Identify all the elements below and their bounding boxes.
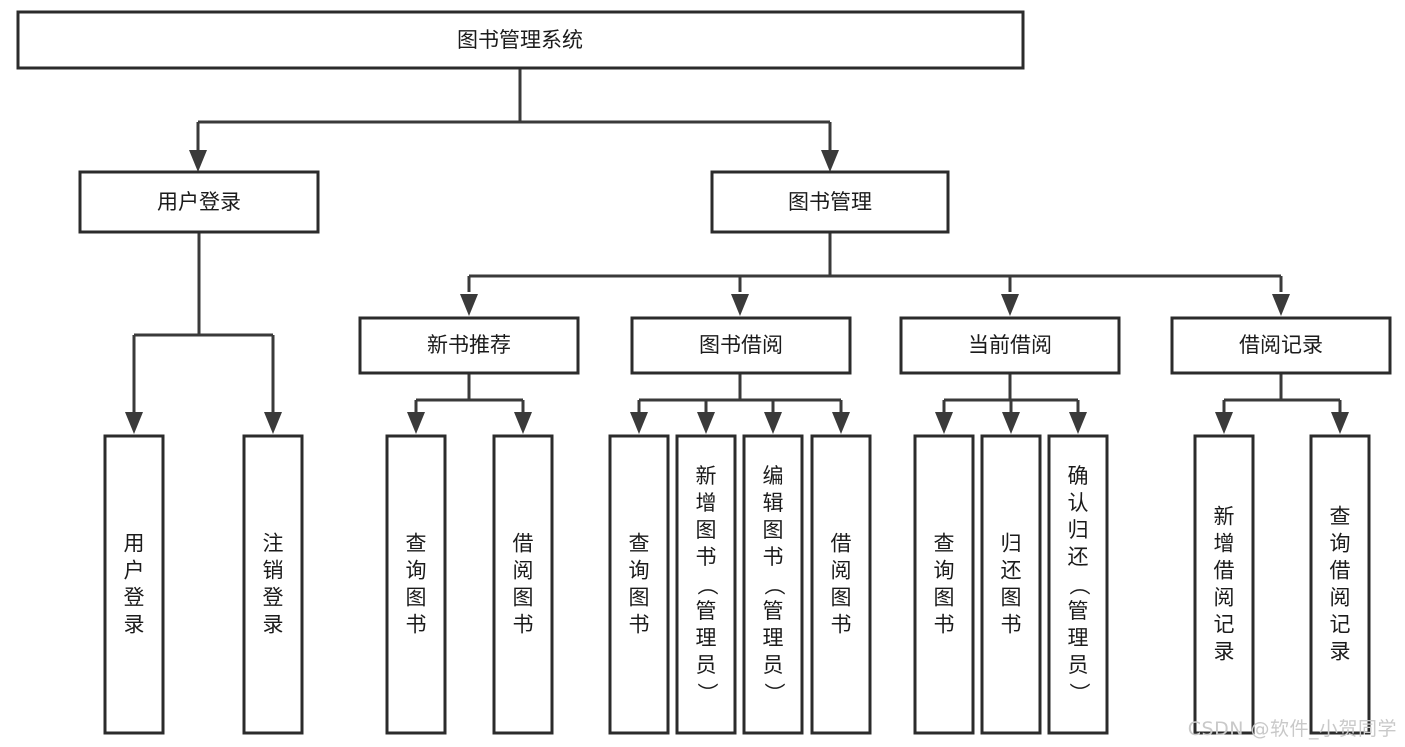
vertical-bracket-glyph: ） bbox=[695, 683, 719, 704]
leaf-confirm-return-box[interactable] bbox=[1047, 434, 1109, 735]
arrow-to-leaf-return-book bbox=[1002, 412, 1020, 434]
node-current-borrow[interactable]: 当前借阅 bbox=[899, 316, 1121, 375]
arrow-to-leaf-borrow-book-1 bbox=[514, 412, 532, 434]
node-new-book-rec[interactable]: 新书推荐 bbox=[358, 316, 580, 375]
vertical-bracket-glyph: （ bbox=[1067, 575, 1091, 596]
arrow-to-book-borrow bbox=[731, 294, 749, 316]
leaf-nodes-layer: 用户登录 注销登录 查询图书 借阅图书 查询图书 新增图书管理员 （ bbox=[103, 434, 1371, 735]
arrow-to-book-manage bbox=[821, 150, 839, 172]
leaf-query-book-3-label: 查询图书 bbox=[934, 532, 955, 637]
edge-borrow-record-bus bbox=[1222, 373, 1342, 412]
book-manage-label: 图书管理 bbox=[788, 190, 872, 214]
book-borrow-label: 图书借阅 bbox=[699, 333, 783, 357]
leaf-add-book-label: 新增图书管理员 bbox=[696, 464, 717, 677]
arrow-to-leaf-query-record bbox=[1331, 412, 1349, 434]
user-login-box[interactable] bbox=[78, 170, 320, 234]
user-login-label: 用户登录 bbox=[157, 190, 241, 214]
arrow-to-leaf-user-logout bbox=[264, 412, 282, 434]
leaf-query-book-2-box[interactable] bbox=[608, 434, 670, 735]
leaf-confirm-return-label: 确认归还管理员 bbox=[1068, 464, 1089, 677]
leaf-add-record-box[interactable] bbox=[1193, 434, 1255, 735]
leaf-add-record-label: 新增借阅记录 bbox=[1214, 505, 1235, 664]
arrow-to-leaf-borrow-book-2 bbox=[832, 412, 850, 434]
leaf-borrow-book-2-label: 借阅图书 bbox=[831, 532, 852, 637]
leaf-node-edit-book[interactable]: 编辑图书管理员 （ ） bbox=[742, 434, 804, 735]
vertical-bracket-glyph: （ bbox=[695, 575, 719, 596]
arrow-to-leaf-user-login bbox=[125, 412, 143, 434]
leaf-node-return-book[interactable]: 归还图书 bbox=[980, 434, 1042, 735]
node-root[interactable]: 图书管理系统 bbox=[16, 10, 1025, 70]
leaf-query-book-1-label: 查询图书 bbox=[406, 532, 427, 637]
arrow-to-new-book-rec bbox=[460, 294, 478, 316]
leaf-user-login-label: 用户登录 bbox=[124, 532, 145, 637]
edge-book-borrow-bus bbox=[637, 373, 843, 412]
current-borrow-label: 当前借阅 bbox=[968, 333, 1052, 357]
leaf-node-borrow-book-2[interactable]: 借阅图书 bbox=[810, 434, 872, 735]
root-box[interactable] bbox=[16, 10, 1025, 70]
edge-new-book-rec-bus bbox=[414, 373, 525, 412]
leaf-user-logout-label: 注销登录 bbox=[263, 532, 284, 637]
leaf-borrow-book-1-label: 借阅图书 bbox=[513, 532, 534, 637]
new-book-rec-box[interactable] bbox=[358, 316, 580, 375]
leaf-query-book-3-box[interactable] bbox=[913, 434, 975, 735]
leaf-node-query-record[interactable]: 查询借阅记录 bbox=[1309, 434, 1371, 735]
arrow-to-user-login bbox=[189, 150, 207, 172]
leaf-query-record-box[interactable] bbox=[1309, 434, 1371, 735]
leaf-borrow-book-2-box[interactable] bbox=[810, 434, 872, 735]
edge-book-manage-bus bbox=[467, 232, 1283, 292]
leaf-user-login-box[interactable] bbox=[103, 434, 165, 735]
arrow-to-leaf-edit-book bbox=[764, 412, 782, 434]
leaf-return-book-box[interactable] bbox=[980, 434, 1042, 735]
leaf-query-book-2-label: 查询图书 bbox=[629, 532, 650, 637]
edge-root-bus bbox=[196, 68, 832, 150]
edges-layer bbox=[125, 68, 1349, 434]
leaf-node-user-logout[interactable]: 注销登录 bbox=[242, 434, 304, 735]
leaf-node-add-book[interactable]: 新增图书管理员 （ ） bbox=[675, 434, 737, 735]
book-manage-box[interactable] bbox=[710, 170, 950, 234]
leaf-node-borrow-book-1[interactable]: 借阅图书 bbox=[492, 434, 554, 735]
arrow-to-leaf-confirm-return bbox=[1069, 412, 1087, 434]
leaf-node-add-record[interactable]: 新增借阅记录 bbox=[1193, 434, 1255, 735]
arrow-to-leaf-add-record bbox=[1215, 412, 1233, 434]
edge-user-login-bus bbox=[132, 232, 275, 412]
borrow-record-box[interactable] bbox=[1170, 316, 1392, 375]
node-borrow-record[interactable]: 借阅记录 bbox=[1170, 316, 1392, 375]
current-borrow-box[interactable] bbox=[899, 316, 1121, 375]
leaf-edit-book-label: 编辑图书管理员 bbox=[763, 464, 784, 677]
arrow-to-borrow-record bbox=[1272, 294, 1290, 316]
node-user-login[interactable]: 用户登录 bbox=[78, 170, 320, 234]
node-book-borrow[interactable]: 图书借阅 bbox=[630, 316, 852, 375]
leaf-edit-book-box[interactable] bbox=[742, 434, 804, 735]
arrow-to-leaf-query-book-3 bbox=[935, 412, 953, 434]
arrow-to-current-borrow bbox=[1001, 294, 1019, 316]
leaf-node-confirm-return[interactable]: 确认归还管理员 （ ） bbox=[1047, 434, 1109, 735]
leaf-query-record-label: 查询借阅记录 bbox=[1330, 505, 1351, 664]
arrow-to-leaf-query-book-1 bbox=[407, 412, 425, 434]
root-label: 图书管理系统 bbox=[457, 28, 583, 52]
edge-current-borrow-bus bbox=[942, 373, 1080, 412]
leaf-query-book-1-box[interactable] bbox=[385, 434, 447, 735]
book-borrow-box[interactable] bbox=[630, 316, 852, 375]
leaf-borrow-book-1-box[interactable] bbox=[492, 434, 554, 735]
leaf-add-book-box[interactable] bbox=[675, 434, 737, 735]
new-book-rec-label: 新书推荐 bbox=[427, 333, 511, 357]
leaf-node-query-book-2[interactable]: 查询图书 bbox=[608, 434, 670, 735]
leaf-node-user-login[interactable]: 用户登录 bbox=[103, 434, 165, 735]
arrow-to-leaf-add-book bbox=[697, 412, 715, 434]
leaf-return-book-label: 归还图书 bbox=[1001, 532, 1022, 637]
node-book-manage[interactable]: 图书管理 bbox=[710, 170, 950, 234]
vertical-bracket-glyph: （ bbox=[762, 575, 786, 596]
leaf-node-query-book-1[interactable]: 查询图书 bbox=[385, 434, 447, 735]
vertical-bracket-glyph: ） bbox=[762, 683, 786, 704]
borrow-record-label: 借阅记录 bbox=[1239, 333, 1323, 357]
leaf-user-logout-box[interactable] bbox=[242, 434, 304, 735]
arrow-to-leaf-query-book-2 bbox=[630, 412, 648, 434]
vertical-bracket-glyph: ） bbox=[1067, 683, 1091, 704]
leaf-node-query-book-3[interactable]: 查询图书 bbox=[913, 434, 975, 735]
